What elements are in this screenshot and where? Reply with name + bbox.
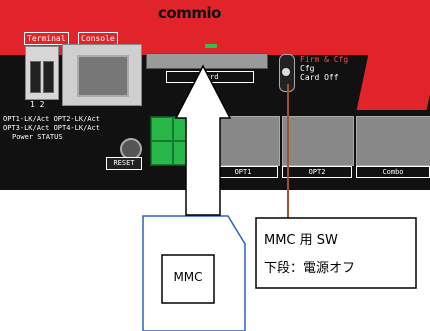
terminal-slot-1	[30, 61, 41, 93]
led-opt1	[152, 118, 172, 140]
terminal-numbers: 1 2	[30, 100, 45, 109]
console-port-housing	[62, 44, 142, 106]
insert-arrow-icon	[174, 64, 232, 216]
logo-led-icon	[205, 44, 217, 48]
status-label-line1: OPT1-LK/Act OPT2-LK/Act	[3, 115, 100, 123]
terminal-slot-2	[43, 61, 54, 93]
callout-line1: MMC 用 SW	[264, 233, 338, 248]
led-opt3	[152, 142, 172, 164]
mmc-card-label: MMC	[173, 270, 203, 284]
reset-label: RESET	[106, 157, 142, 170]
callout-box	[255, 217, 417, 289]
status-label-line2: OPT3-LK/Act OPT4-LK/Act	[3, 124, 100, 132]
combo-port	[356, 116, 430, 166]
opt2-port	[282, 116, 354, 166]
switch-label-firm-cfg: Firm & Cfg	[300, 55, 349, 64]
callout-line2: 下段：電源オフ	[264, 261, 356, 276]
switch-label-cfg: Cfg	[300, 64, 315, 73]
switch-label-card-off: Card Off	[300, 73, 339, 82]
card-slot	[146, 53, 268, 69]
status-label-line3: Power STATUS	[12, 133, 63, 141]
terminal-label: Terminal	[24, 32, 69, 45]
mmc-switch-knob	[282, 68, 290, 76]
brand-logo: commio	[158, 4, 221, 22]
opt2-label: OPT2	[282, 166, 352, 178]
mmc-label-box	[161, 254, 215, 304]
console-port	[77, 55, 129, 97]
terminal-block	[25, 46, 59, 100]
device-panel: commio Terminal Console 1 2 Card Firm & …	[0, 0, 430, 190]
